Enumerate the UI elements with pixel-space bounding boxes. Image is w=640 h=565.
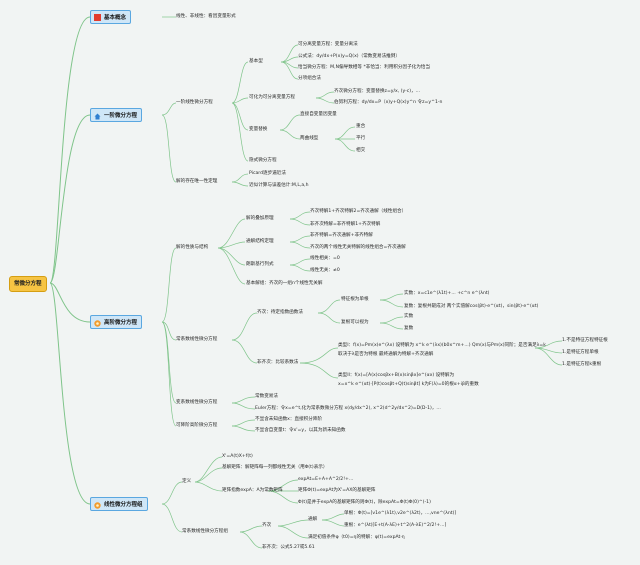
node-general[interactable]: 通解 xyxy=(308,517,318,522)
orange-flower-icon xyxy=(94,501,101,509)
node-r1[interactable]: 不显含未知函数x：直接积分降阶 xyxy=(255,417,323,422)
section-label: 一阶微分方程 xyxy=(104,113,138,119)
node-const-sys[interactable]: 常系数线性微分方程组 xyxy=(182,529,228,534)
node-multi-root[interactable]: 重根：e^(λt)[E+t(A-λE)+t^2(A-λE)^2/2!+...] xyxy=(344,523,447,528)
node-bernoulli[interactable]: 伯努利方程：dy/dx=P（x)y+Q(x)y^n 令z=y^1-n xyxy=(334,100,443,105)
node-implicit[interactable]: 隐式微分方程 xyxy=(249,158,277,163)
orange-flower-icon xyxy=(94,319,101,327)
section-label: 基本概念 xyxy=(104,15,127,21)
node-basic-def[interactable]: 线性、非线性：看因变量形式 xyxy=(176,14,236,19)
node-homog-sys[interactable]: 齐次 xyxy=(262,523,272,528)
node-initial[interactable]: 满足初值条件φ（t0)=η的特解：φ(t)=expAt·η xyxy=(308,535,405,540)
node-coincide[interactable]: 重合 xyxy=(356,124,366,129)
node-homog-eq[interactable]: 齐次：待定指数函数法 xyxy=(257,310,303,315)
node-gs2[interactable]: 齐次的两个线性无关特解的线性组合=齐次通解 xyxy=(310,245,406,250)
node-picard[interactable]: Picard逐步逼近法 xyxy=(249,171,286,176)
section-label: 线性微分方程组 xyxy=(104,502,143,508)
node-matrix-exp[interactable]: 矩阵指数expA：A为常数矩阵 xyxy=(222,488,283,493)
node-existence[interactable]: 解的存在唯一性定理 xyxy=(176,179,218,184)
node-parallel[interactable]: 平行 xyxy=(356,136,366,141)
node-sol-struct[interactable]: 解的性质与结构 xyxy=(176,245,209,250)
node-d1[interactable]: X'=A(t)X+f(t) xyxy=(222,454,253,459)
node-r2[interactable]: 不显含自变量t：令x'=y，以其为新未知函数 xyxy=(255,428,346,433)
node-case2b[interactable]: x=x^k e^(αt)·[P(t)cosβt+Q(t)sinβt] k为F(λ… xyxy=(338,382,479,387)
node-n2[interactable]: 1.是特征方程单根 xyxy=(562,350,599,355)
node-gs1[interactable]: 非齐特解=齐次通解+非齐特解 xyxy=(310,233,373,238)
node-m3[interactable]: Φ(t)是并于expA的基解矩阵的则Φ(t)，除expAt=Φ(t)Φ(0)^(… xyxy=(298,500,431,505)
node-wronskian[interactable]: 朗斯基行列式 xyxy=(246,262,274,267)
node-two-curve[interactable]: 两曲线型 xyxy=(300,136,319,141)
node-definition[interactable]: 定义 xyxy=(182,479,192,484)
node-complex2[interactable]: 复数 xyxy=(404,326,414,331)
node-separable[interactable]: 可分离变量方程：变量分离法 xyxy=(298,42,358,47)
node-superposition[interactable]: 解的叠加原理 xyxy=(246,216,274,221)
node-nonhomog-sys[interactable]: 非齐次：公式5.27或5.61 xyxy=(262,545,315,550)
node-fundamental[interactable]: 基本解组：齐次的一组n个线性无关解 xyxy=(246,281,323,286)
node-nonhomog[interactable]: 非齐次：比较系数法 xyxy=(257,360,299,365)
node-const-coef[interactable]: 常系数线性微分方程 xyxy=(176,337,218,342)
node-sp1[interactable]: 齐次特解1+齐次特解2=齐次通解（线性组合） xyxy=(310,209,407,214)
node-reducible-high[interactable]: 可降阶高阶微分方程 xyxy=(176,423,218,428)
node-const-var[interactable]: 常数变易法 xyxy=(255,394,278,399)
node-integrate[interactable]: 分项组合法 xyxy=(298,76,321,81)
node-w2[interactable]: 线性无关：≠0 xyxy=(310,268,340,273)
node-w1[interactable]: 线性相关：=0 xyxy=(310,256,340,261)
node-general-thm[interactable]: 通解结构定理 xyxy=(246,239,274,244)
node-case2[interactable]: 类型II：f(x)=[A(x)cosβx+B(x)sinβx]e^(αx) 设特… xyxy=(338,373,455,378)
node-real1[interactable]: 实数：x=c1e^(λ1t)+... +c^n e^(λnt) xyxy=(404,291,490,296)
node-m2[interactable]: 矩阵Φ(t)=expAt为X'=AX的基解矩阵 xyxy=(298,488,376,493)
node-approx[interactable]: 近似计算与误差估计:M,L,a,h xyxy=(249,183,309,188)
node-complex1[interactable]: 复数：复根共轭成对 两个实值解cos(βt)·e^(αt)，sin(βt)·e^… xyxy=(404,304,539,309)
node-m1[interactable]: expAt=E+A+A^2/2!+... xyxy=(298,477,354,482)
node-real2[interactable]: 实数 xyxy=(404,314,414,319)
node-var-coef[interactable]: 变系数线性微分方程 xyxy=(176,400,218,405)
node-exact[interactable]: 恰当微分方程：M,N偏导数相等 *非恰当：利用积分因子化为恰当 xyxy=(298,65,431,70)
node-n3[interactable]: 1.是特征方程k重根 xyxy=(562,362,602,367)
node-basic-type[interactable]: 基本型 xyxy=(249,59,263,64)
node-homogeneous[interactable]: 齐次微分方程：变量替换z=y/x, (y-c)，... xyxy=(334,89,421,94)
red-square-icon xyxy=(94,13,101,21)
section-basic-concepts[interactable]: 基本概念 xyxy=(90,10,132,24)
section-label: 高阶微分方程 xyxy=(104,320,138,326)
node-direct[interactable]: 直接自变量因变量 xyxy=(300,112,337,117)
node-formula[interactable]: 公式法：dy/dx+P(x)y=Q(x)（常数变易法推倒） xyxy=(298,54,400,59)
node-euler[interactable]: Euler方程：令x=e^t,化为常系数微分方程 x(dy/dx^2), x^2… xyxy=(255,406,441,411)
root-node[interactable]: 常微分方程 xyxy=(9,276,47,292)
blue-house-icon xyxy=(94,112,101,119)
node-char-multi[interactable]: 复根可以视为 xyxy=(341,320,369,325)
section-first-order[interactable]: 一阶微分方程 xyxy=(90,108,143,122)
node-intersect[interactable]: 相交 xyxy=(356,148,366,153)
node-case1b[interactable]: 取决于λ是否为特根 最终通解为特解+齐次通解 xyxy=(338,352,434,357)
node-n1[interactable]: 1.不是特征方程特征根 xyxy=(562,338,608,343)
node-first-order-linear[interactable]: 一阶线性微分方程 xyxy=(176,100,213,105)
node-d2[interactable]: 基解矩阵：解矩阵每一列都线性无关（用Φ(t)表示） xyxy=(222,465,328,470)
node-var-change[interactable]: 变量替换 xyxy=(249,127,268,132)
node-reducible[interactable]: 可化为可分离变量方程 xyxy=(249,95,295,100)
node-case1[interactable]: 类型I：f(x)=Pm(x)e^(λx) 设特解为 x^k e^(λx)(b0x… xyxy=(338,343,546,348)
node-single-root[interactable]: 单根：Φ(t)=[v1e^(λ1t),v2e^(λ2t)，...,vne^(λn… xyxy=(344,511,457,516)
node-sp2[interactable]: 非齐次特解=非齐特解1+齐次特解 xyxy=(310,222,381,227)
section-higher-order[interactable]: 高阶微分方程 xyxy=(90,315,143,329)
section-linear-systems[interactable]: 线性微分方程组 xyxy=(90,497,148,511)
node-char-single[interactable]: 特征根为单根 xyxy=(341,297,369,302)
